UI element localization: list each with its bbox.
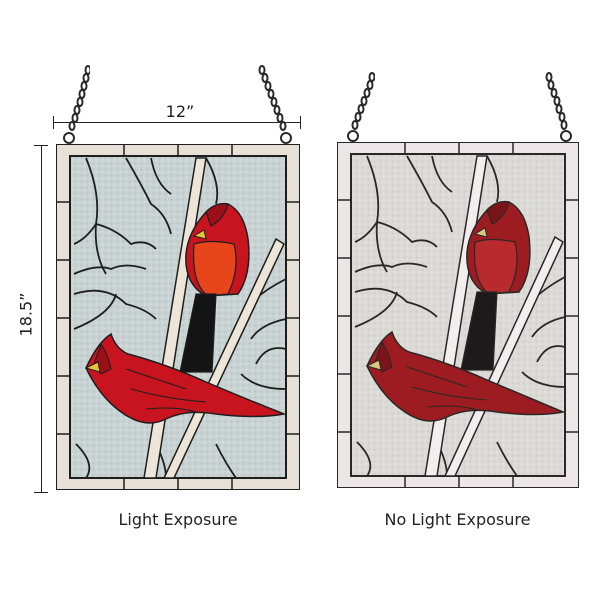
dimension-tick: [34, 145, 48, 146]
dimension-tick: [300, 116, 301, 129]
width-dimension-line: [53, 116, 301, 130]
caption-light-exposure: Light Exposure: [118, 510, 238, 529]
dimension-line: [53, 122, 301, 123]
dimension-line: [41, 145, 42, 493]
height-dimension-line: [34, 145, 48, 493]
stained-glass-panel-light: [56, 144, 300, 490]
stained-glass-panel-no-light: [337, 142, 579, 488]
chain-icon: [545, 72, 572, 142]
caption-no-light-exposure: No Light Exposure: [384, 510, 531, 529]
height-label: 18.5”: [16, 292, 36, 337]
chain-icon: [63, 65, 90, 144]
width-label: 12”: [165, 102, 195, 121]
dimension-tick: [34, 492, 48, 493]
dimension-tick: [53, 116, 54, 129]
chain-icon: [258, 65, 292, 144]
chain-icon: [347, 72, 375, 142]
